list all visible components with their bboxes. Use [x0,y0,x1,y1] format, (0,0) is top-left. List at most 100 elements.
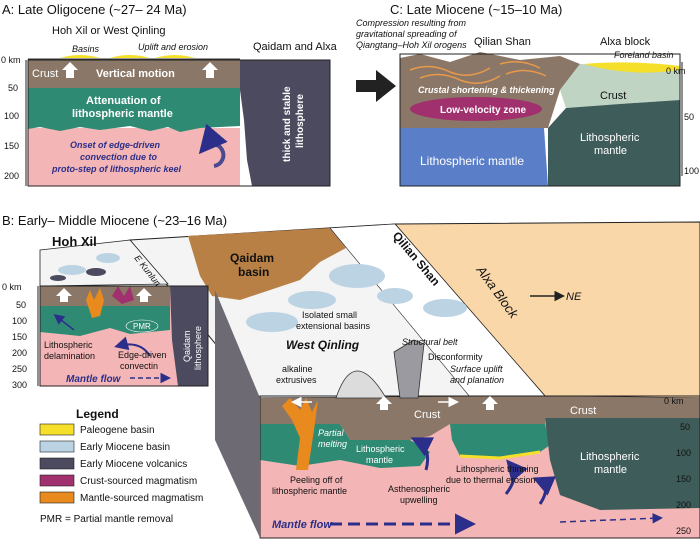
inset-uplift-arrow-1 [56,288,72,302]
panel-b-depth-100: 100 [676,448,691,458]
panel-a-lithospheric-mantle [28,88,240,132]
panel-a-attenuation-2: lithospheric mantle [72,108,173,120]
panel-b-qaidam-basin-1: Qaidam [230,251,274,265]
panel-b-qaidam-basin-2: basin [238,265,269,279]
panel-b-structural-belt [393,339,425,399]
panel-b-peeling-2: lithospheric mantle [272,486,347,496]
legend-swatch-early-miocene-basin [39,440,75,453]
panel-c-compression-3: Qiangtang–Hoh Xil orogens [356,40,467,50]
panel-b-depth-250: 250 [676,526,691,536]
panel-a-stable-2: lithosphere [295,94,306,148]
panel-b-mantle-flow-arrow-right [559,513,663,524]
panel-b-em-basin-1 [329,264,385,288]
legend-pmr-note: PMR = Partial mantle removal [40,514,173,525]
panel-b-peeling-1: Peeling off of [290,475,343,485]
legend-swatch-mantle-magmatism [39,491,75,504]
inset-magmatism-purple [112,286,134,304]
panel-c-compression-arrow [356,70,396,102]
panel-b-litho-mid-1: Lithospheric [356,444,405,454]
inset-depth-300: 300 [12,380,27,390]
panel-b-disconformity: Disconformity [428,352,483,362]
inset-convection-arrow [114,336,151,357]
panel-b-partial-2: melting [318,439,347,449]
panel-c-depth-100: 100 [684,166,699,176]
inset-depth-250: 250 [12,364,27,374]
panel-c-foreland: Foreland basin [614,50,674,60]
panel-b-crust-label: Crust [414,409,440,421]
panel-c-lithospheric-mantle [400,128,548,186]
panel-a-depth-200: 200 [4,171,19,181]
panel-a-crust-label: Crust [32,68,58,80]
inset-depth-50: 50 [16,300,26,310]
panel-b-partial-1: Partial [318,428,345,438]
panel-c-mantle-left: Lithospheric mantle [420,154,524,168]
panel-a-depth-150: 150 [4,141,19,151]
inset-magmatism-orange [86,288,104,318]
panel-a-depth-100: 100 [4,111,19,121]
inset-depth-0: 0 km [2,282,22,292]
panel-b-crust-right-label: Crust [570,405,596,417]
panel-c: C: Late Miocene (~15–10 Ma) Compression … [356,2,699,187]
legend-swatch-paleogene [39,423,75,436]
inset-qaidam-2: lithosphere [193,326,203,370]
panel-b-astheno-2: upwelling [400,495,438,505]
panel-b-ne: NE [566,291,582,303]
panel-a-stable-1: thick and stable [282,86,293,162]
inset-volcanic-2 [50,275,66,281]
panel-b-em-basin-5 [377,288,413,304]
inset-delamination-arrow [53,314,75,331]
panel-a-depth-50: 50 [8,83,18,93]
panel-b-front-crust [260,396,545,440]
panel-b-upwelling-arrow-right [504,459,528,495]
panel-b-astheno-1: Asthenospheric [388,484,451,494]
panel-c-compression-1: Compression resulting from [356,18,467,28]
legend-swatch-crust-magmatism [39,474,75,487]
inset-depth-axis: 0 km 50 100 150 200 250 300 [2,282,39,390]
panel-a-basin-1 [60,55,100,58]
panel-a-uplift: Uplift and erosion [138,42,208,52]
panel-a-stable-lithosphere [240,60,330,186]
inset-delam-1: Lithospheric [44,340,93,350]
panel-b-front-litho-right [545,418,700,510]
panel-b-alkaline-1: alkaline [282,364,313,374]
inset-depth-100: 100 [12,316,27,326]
panel-a-region-left: Hoh Xil or West Qinling [52,25,166,37]
panel-c-shortening: Crustal shortening & thickening [418,85,555,95]
legend-label: Mantle-sourced magmatism [80,493,203,504]
legend-item: Early Miocene basin [39,440,170,453]
inset-delam-2: delamination [44,351,95,361]
inset-pmr-blob [125,319,159,333]
panel-b-surface-2: and planation [450,375,504,385]
inset-frame [39,285,209,387]
panel-c-lithospheric-mantle-right [548,100,680,186]
panel-a-uplift-arrow-1 [62,62,78,78]
panel-a-convection-3: proto-step of lithospheric keel [51,164,182,174]
panel-b-side-face [215,290,260,538]
panel-b-isolated-2: extensional basins [296,321,371,331]
inset-basin-2 [96,253,120,263]
panel-a-depth-0: 0 km [1,55,21,65]
legend-item: Mantle-sourced magmatism [39,491,203,504]
panel-b-litho-right-1: Lithospheric [580,451,640,463]
inset-qaidam-lithosphere [170,286,208,386]
panel-b-thinning-edge [459,450,541,460]
panel-b-front-crust-right [545,396,700,418]
panel-a-title: A: Late Oligocene (~27– 24 Ma) [2,2,187,17]
panel-a-basins: Basins [72,44,100,54]
inset-mantle-flow: Mantle flow [66,374,122,385]
panel-b-depth-200: 200 [676,500,691,510]
panel-c-depth-50: 50 [684,112,694,122]
panel-c-mantle-right-1: Lithospheric [580,132,640,144]
panel-c-depth-axis: 0 km 50 100 [666,62,699,176]
panel-b-em-basin-2 [246,312,298,332]
panel-a-depth-axis: 0 km 50 100 150 200 [1,55,27,186]
panel-b-qaidam-basin [188,228,346,300]
panel-c-alxa: Alxa block [600,36,651,48]
inset-qaidam-1: Qaidam [182,330,192,362]
panel-c-frame [399,53,681,187]
panel-b-uplift-arrow-1 [376,396,392,410]
panel-a-attenuation-1: Attenuation of [86,95,161,107]
inset-basin-1 [58,265,86,275]
panel-b-west-qinling: West Qinling [286,338,360,352]
